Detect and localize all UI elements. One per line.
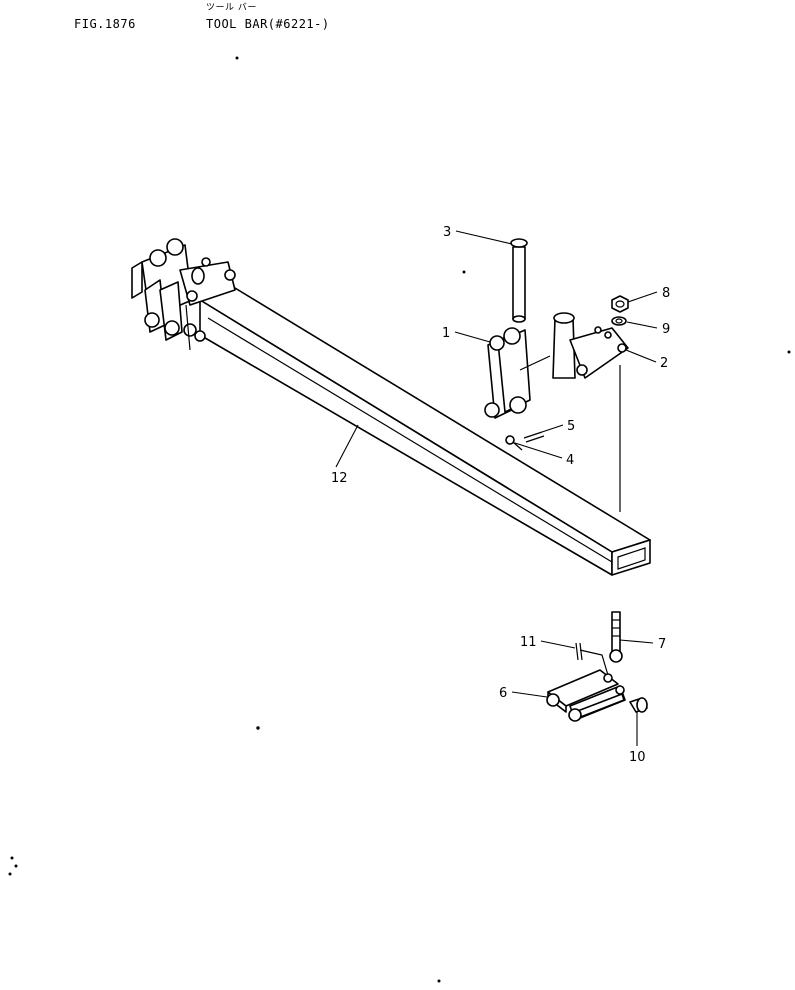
part-12-tool-bar-beam [199, 287, 651, 576]
part-10-bolt [629, 697, 648, 713]
callout-4: 4 [566, 453, 574, 468]
part-2-bracket [552, 312, 629, 379]
leader-1 [454, 331, 491, 343]
part-4-bolt [505, 435, 523, 451]
callout-8: 8 [662, 286, 670, 301]
part-7-bolt [609, 611, 623, 663]
callout-10: 10 [629, 750, 646, 765]
leader-9 [626, 321, 658, 329]
callout-1: 1 [442, 326, 450, 341]
leader-4 [514, 442, 563, 459]
scan-specks [8, 56, 791, 983]
callout-9: 9 [662, 322, 670, 337]
figure-number: FIG.1876 [74, 17, 136, 31]
part-9-washer [611, 316, 627, 326]
part-8-nut [611, 295, 629, 313]
leader-8 [627, 291, 658, 303]
leader-12 [335, 424, 359, 468]
figure-title: TOOL BAR(#6221-) [206, 17, 330, 31]
callout-7: 7 [658, 637, 666, 652]
callout-11: 11 [520, 635, 537, 650]
leader-5 [541, 424, 564, 433]
part-6-clevis [546, 669, 626, 722]
part-3-pin [510, 238, 528, 323]
callout-2: 2 [660, 356, 668, 371]
callout-3: 3 [443, 225, 451, 240]
leader-2 [625, 349, 657, 363]
callout-12: 12 [331, 471, 348, 486]
title-kana: ツール バー [206, 3, 257, 13]
leader-11 [540, 640, 576, 649]
left-end-bracket [131, 238, 236, 351]
leader-3 [455, 230, 513, 245]
leader-7 [619, 639, 654, 644]
part-11-cotter-pin [575, 642, 611, 683]
leader-6 [511, 691, 548, 698]
part-5-pin [523, 431, 545, 443]
part-1-link [484, 327, 551, 419]
callout-5: 5 [567, 419, 575, 434]
callout-6: 6 [499, 686, 507, 701]
